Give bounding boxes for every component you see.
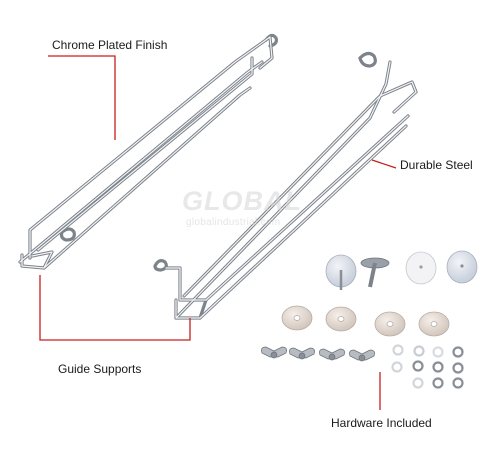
washer-1 [281, 305, 313, 331]
washer-4 [418, 311, 450, 337]
leader-durable-steel [371, 159, 397, 169]
lock-washer [412, 360, 424, 372]
hardware-small-washers [391, 344, 464, 389]
small-washer [392, 344, 404, 356]
small-washer [412, 377, 424, 389]
hardware-top-row [325, 250, 478, 290]
small-washer [432, 346, 444, 358]
small-washer [391, 361, 403, 373]
right-wire-guide [153, 51, 418, 320]
left-wire-guide [18, 33, 278, 270]
wing-nut-1 [261, 346, 287, 359]
hardware-disc-3 [446, 250, 478, 284]
wing-nut-2 [289, 347, 315, 360]
callout-chrome-plated-finish: Chrome Plated Finish [52, 38, 168, 52]
hardware-disc-2 [405, 251, 437, 285]
lock-washer [432, 377, 444, 389]
lock-washer [452, 346, 464, 358]
washer-2 [325, 306, 357, 332]
callout-guide-supports: Guide Supports [58, 362, 142, 376]
hardware-disc-1 [325, 254, 357, 290]
wing-nut-4 [349, 349, 375, 362]
washer-3 [374, 311, 406, 337]
watermark: GLOBAL globalindustrial.com [162, 186, 342, 236]
lock-washer [432, 361, 444, 373]
callout-durable-steel: Durable Steel [400, 158, 473, 172]
hardware-washer-row [281, 305, 450, 337]
wing-nut-3 [319, 348, 345, 361]
callout-leader-lines [39, 55, 397, 410]
watermark-logo-text: GLOBAL [182, 186, 302, 216]
lock-washer [452, 362, 464, 374]
lock-washer [452, 377, 464, 389]
hardware-post-fastener [360, 257, 390, 288]
leader-guide-supports [39, 275, 191, 341]
leader-chrome-finish [48, 55, 116, 140]
hardware-wing-nuts [261, 346, 375, 362]
callout-hardware-included: Hardware Included [331, 416, 432, 430]
small-washer [413, 345, 425, 357]
watermark-url: globalindustrial.com [186, 217, 281, 228]
